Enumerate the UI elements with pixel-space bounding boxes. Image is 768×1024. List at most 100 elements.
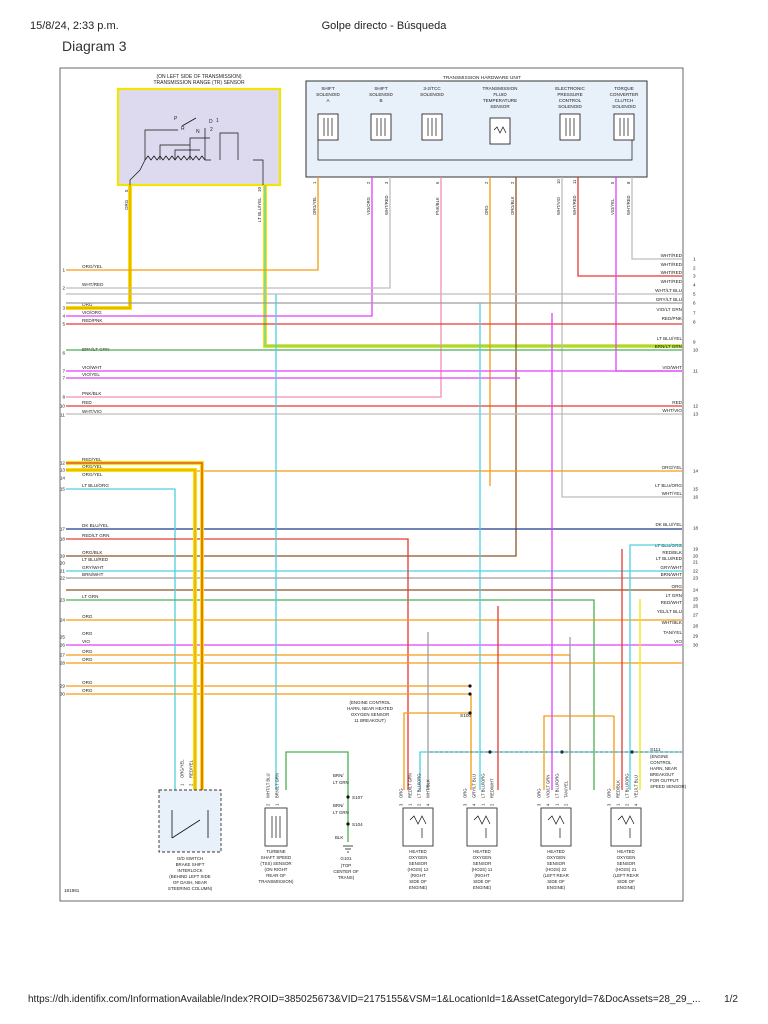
bottom-component-label: (RIGHT (410, 873, 425, 878)
left-connector-pin-number: 7 (62, 369, 65, 374)
bottom-component-label: OXYGEN (409, 855, 428, 860)
thu-internal-common (317, 140, 633, 161)
bottom-wire-label: WHT/BLK (426, 779, 431, 798)
bottom-wire-label: LT BLU/ORG (417, 773, 422, 798)
tr-position-letter: P (174, 116, 178, 122)
thu-pin-wire-label: WHT/RED (626, 195, 631, 215)
left-connector-pin-number: 10 (60, 404, 66, 409)
od-switch-box (158, 789, 222, 853)
thu-pin-number: 2 (366, 181, 371, 184)
bottom-component-label: INTERLOCK (177, 868, 202, 873)
bottom-component-label: HEATED (617, 849, 634, 854)
splice-s100-note: 11 BREAKOUT) (354, 718, 386, 723)
thu-component-label: FLUID (493, 92, 507, 97)
splice-s100-label: S100 (460, 713, 472, 719)
bottom-wire-label: RED/BLK (616, 780, 621, 798)
wire-label-blk: BLK (335, 835, 343, 840)
bottom-pin-number: 1 (275, 803, 280, 806)
left-connector-pin-number: 3 (62, 306, 65, 311)
thu-component-label: SENSOR (490, 104, 510, 109)
right-connector-wire-label: YEL/LT BLU (657, 609, 682, 614)
splice-s100-note: OXYGEN SENSOR (351, 712, 390, 717)
thu-component-label: SOLENOID (420, 92, 444, 97)
bottom-component-label: OXYGEN (617, 855, 636, 860)
right-connector-pin-number: 10 (693, 348, 699, 353)
tr-position-letter: R (181, 126, 185, 132)
left-connector-pin-number: 6 (62, 351, 65, 356)
right-connector-pin-number: 5 (693, 292, 696, 297)
bottom-wire-label: ORG/YEL (180, 759, 185, 778)
thu-pin-wire-label: VIO/YEL (610, 198, 615, 215)
right-connector-pin-number: 1 (693, 257, 696, 262)
right-connector-pin-number: 20 (693, 554, 699, 559)
right-connector-pin-number: 16 (693, 495, 699, 500)
right-connector-wire-label: WHT/VIO (662, 408, 682, 413)
bottom-pin-number: 2 (266, 803, 271, 806)
splice-s111-note: HARN, NEAR (650, 766, 677, 771)
tr-wire-label-ltbluyel: LT BLU/YEL (257, 197, 262, 222)
wire-label-brn: BRN/ (333, 803, 344, 808)
thu-component-label: SOLENOID (612, 104, 636, 109)
right-connector-pin-number: 22 (693, 569, 699, 574)
wire-shift-sol-b-whtred (66, 177, 391, 289)
wire-od-orgyel (66, 469, 196, 790)
wire-ltgrn-row23 (66, 599, 595, 790)
splice-s100-note: (ENGINE CONTROL (350, 700, 392, 705)
ho2s-heater-symbol (409, 815, 427, 838)
thu-component-symbol (489, 117, 511, 145)
wire-tr-org-highlight (66, 185, 132, 310)
ho2s-heater-symbol (617, 815, 635, 838)
right-connector-pin-number: 8 (693, 320, 696, 325)
right-connector-wire-label: WHT/YEL (662, 491, 683, 496)
ground-g101-note: (TOP (341, 863, 351, 868)
right-connector-wire-label: VIO/WHT (662, 365, 682, 370)
bottom-pin-number: 4 (426, 803, 431, 806)
left-connector-wire-label: VIO/WHT (82, 365, 102, 370)
right-connector-pin-number: 28 (693, 624, 699, 629)
bottom-component-label: (LEFT REAR (613, 873, 639, 878)
thu-component-label: CLUTCH (615, 98, 634, 103)
bottom-component-label: O/D SWITCH (177, 856, 203, 861)
thu-pin-wire-label: PNK/BLK (435, 197, 440, 215)
left-connector-pin-number: 15 (60, 487, 66, 492)
bottom-component-label: TRANSMISSION) (259, 879, 294, 884)
tr-pin-5: 5 (124, 189, 129, 192)
wire-label-ltgrn: LT GRN (333, 780, 349, 785)
right-connector-pin-number: 4 (693, 283, 696, 288)
right-connector-pin-number: 27 (693, 613, 699, 618)
thu-component-label: CONTROL (559, 98, 582, 103)
bottom-component-label: (HO2S) 11 (472, 867, 493, 872)
right-connector-wire-label: RED/BLK (662, 550, 683, 555)
right-connector-wire-label: GRY/WHT (660, 565, 682, 570)
footer-url[interactable]: https://dh.identifix.com/InformationAvai… (28, 994, 701, 1005)
wire-ho2s-ltblu-bus (419, 751, 682, 790)
ho2s-sensor-box (540, 807, 572, 847)
thu-component-label: PRESSURE (557, 92, 582, 97)
thu-pin-wire-label: WHT/RED (572, 195, 577, 215)
left-connector-pin-number: 12 (60, 461, 66, 466)
bottom-component-label: SHAFT SPEED (261, 855, 291, 860)
left-connector-pin-number: 19 (60, 554, 66, 559)
bottom-pin-number: 2 (625, 803, 630, 806)
left-connector-pin-number: 2 (62, 286, 65, 291)
right-connector-pin-number: 23 (693, 576, 699, 581)
right-connector-pin-number: 9 (693, 340, 696, 345)
left-connector-wire-label: RED/PNK (82, 318, 103, 323)
wire-od-redyel (66, 462, 203, 790)
right-connector-pin-number: 15 (693, 487, 699, 492)
bottom-wire-label: ORG (399, 788, 404, 798)
right-connector-pin-number: 3 (693, 274, 696, 279)
right-connector-wire-label: BRN/WHT (661, 572, 683, 577)
left-connector-wire-label: ORG/YEL (82, 472, 103, 477)
thu-pin-wire-label: ORG/BLK (510, 196, 515, 215)
left-connector-wire-label: ORG (82, 302, 93, 307)
splice-s104-label: S104 (352, 822, 363, 827)
bottom-component-label: ENGINE) (547, 885, 566, 890)
thu-component-label: SOLENOID (369, 92, 393, 97)
page-title: Golpe directo - Búsqueda (321, 20, 447, 32)
drawing-id: 181981 (64, 888, 80, 893)
ho2s-heater-symbol (473, 815, 491, 838)
bottom-component-label: SIDE OF (547, 879, 565, 884)
ho2s-heater-symbol (547, 815, 565, 838)
right-connector-wire-label: VIO (674, 639, 682, 644)
